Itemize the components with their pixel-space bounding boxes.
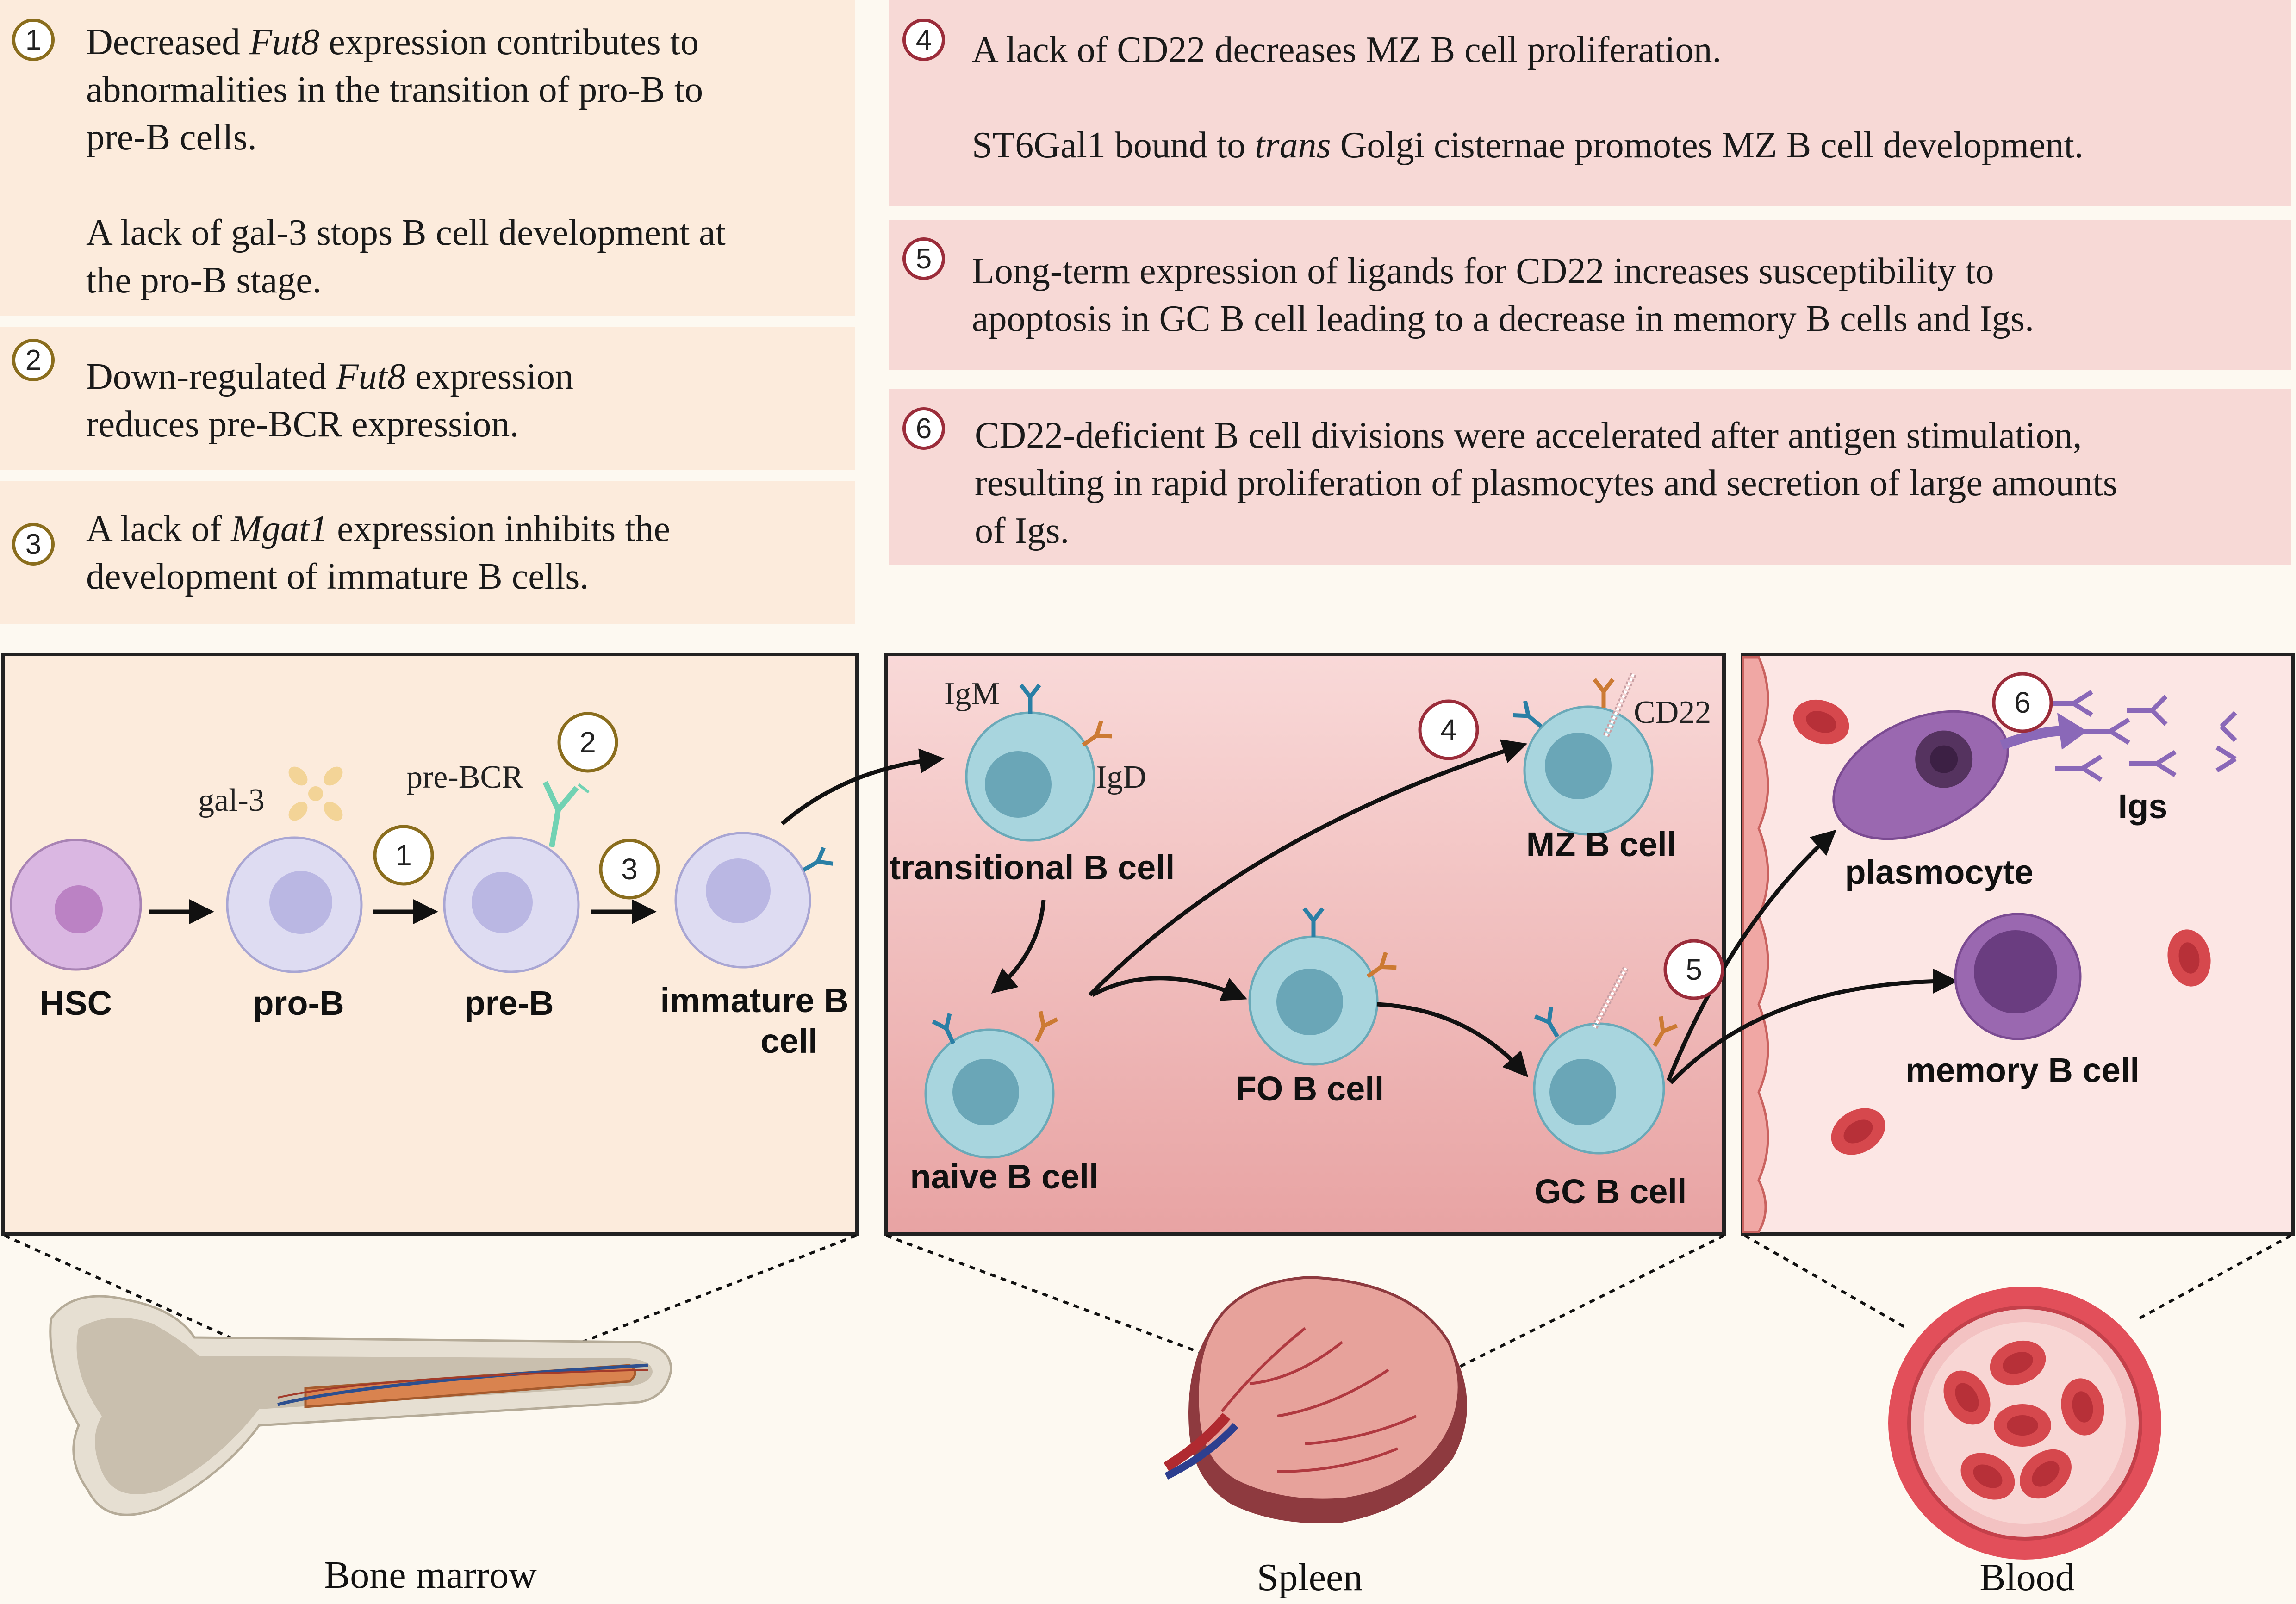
naive-b-label: naive B cell <box>910 1157 1099 1196</box>
step-badge-6: 6 <box>902 407 945 450</box>
step-badge-1: 1 <box>12 19 55 61</box>
memory-b-nucleus <box>1974 930 2057 1013</box>
transitional-b-nucleus <box>985 751 1052 818</box>
spleen-organ-illustration <box>1164 1275 1467 1523</box>
step-marker-2: 2 <box>579 726 596 759</box>
note-box-5: 5 Long-term expression of ligands for CD… <box>889 220 2291 370</box>
immature-b-label: immature B cell <box>660 981 849 1060</box>
fo-b-nucleus <box>1276 969 1343 1035</box>
immunoglobulin-icons <box>2046 690 2237 782</box>
secretion-arrowhead <box>2057 713 2087 750</box>
spleen-arrows <box>991 739 1958 1085</box>
note-6-text: CD22-deficient B cell divisions were acc… <box>975 415 2117 551</box>
pro-b-label: pro-B <box>253 984 344 1022</box>
spleen-label: Spleen <box>1257 1556 1363 1599</box>
red-blood-cell <box>1994 1404 2051 1447</box>
naive-b-nucleus <box>952 1059 1019 1125</box>
fo-b-label: FO B cell <box>1235 1069 1384 1108</box>
note-2-text: Down-regulated Fut8 expression reduces p… <box>86 356 574 445</box>
gc-b-label: GC B cell <box>1534 1172 1687 1211</box>
memory-b-label: memory B cell <box>1905 1051 2140 1089</box>
pre-bcr-label: pre-BCR <box>406 759 523 795</box>
bone-marrow-label: Bone marrow <box>324 1554 537 1597</box>
note-box-2: 2 Down-regulated Fut8 expression reduces… <box>0 327 855 470</box>
step-badge-3: 3 <box>12 523 55 566</box>
note-5-text: Long-term expression of ligands for CD22… <box>972 251 2034 339</box>
immature-b-nucleus <box>706 858 771 923</box>
cd22-receptor-icon <box>1603 672 1637 737</box>
diagram-step-markers: 1 2 3 4 5 6 <box>373 672 2053 1000</box>
step-marker-1: 1 <box>395 839 412 872</box>
step-badge-5: 5 <box>902 237 945 280</box>
pre-b-nucleus <box>472 872 533 933</box>
note-box-4: 4 A lack of CD22 decreases MZ B cell pro… <box>889 0 2291 206</box>
note-1-text: Decreased Fut8 expression contributes to… <box>86 22 726 301</box>
mz-b-nucleus <box>1545 733 1612 799</box>
igs-label: Igs <box>2118 787 2168 826</box>
hsc-nucleus <box>55 885 103 933</box>
note-4-text: A lack of CD22 decreases MZ B cell proli… <box>972 30 2084 166</box>
plasmocyte-cell <box>1832 710 2009 840</box>
step-badge-4: 4 <box>902 19 945 61</box>
step-marker-5: 5 <box>1686 953 1702 986</box>
pro-b-nucleus <box>269 871 332 934</box>
cd22-label: CD22 <box>1634 695 1711 730</box>
step-marker-6: 6 <box>2014 686 2031 719</box>
igd-label: IgD <box>1096 759 1146 795</box>
leader-lines <box>4 1234 2292 1411</box>
transitional-b-label: transitional B cell <box>889 848 1175 887</box>
blood-label: Blood <box>1979 1556 2075 1599</box>
gc-b-nucleus <box>1549 1059 1616 1125</box>
cd22-receptor-icon <box>1591 966 1629 1029</box>
pre-bcr-receptor-icon <box>542 781 590 848</box>
vessel-wall <box>1742 656 1769 1233</box>
mz-b-label: MZ B cell <box>1526 825 1677 864</box>
pre-b-label: pre-B <box>464 984 554 1022</box>
note-3-text: A lack of Mgat1 expression inhibits the … <box>86 509 671 597</box>
step-marker-3: 3 <box>621 852 638 886</box>
femur-bone-illustration <box>49 1295 672 1516</box>
hsc-label: HSC <box>39 984 112 1022</box>
plasmocyte-label: plasmocyte <box>1845 853 2034 891</box>
note-box-1: 1 Decreased Fut8 expression contributes … <box>0 0 855 316</box>
bone-marrow-arrows <box>149 748 945 924</box>
step-marker-4: 4 <box>1440 713 1457 746</box>
gal-3-icon <box>288 766 343 821</box>
note-box-6: 6 CD22-deficient B cell divisions were a… <box>889 389 2291 565</box>
blood-vessel-cross-section <box>1888 1287 2161 1560</box>
gal-3-label: gal-3 <box>198 783 265 818</box>
igm-label: IgM <box>944 676 1000 712</box>
step-badge-2: 2 <box>12 339 55 381</box>
note-box-3: 3 A lack of Mgat1 expression inhibits th… <box>0 481 855 624</box>
